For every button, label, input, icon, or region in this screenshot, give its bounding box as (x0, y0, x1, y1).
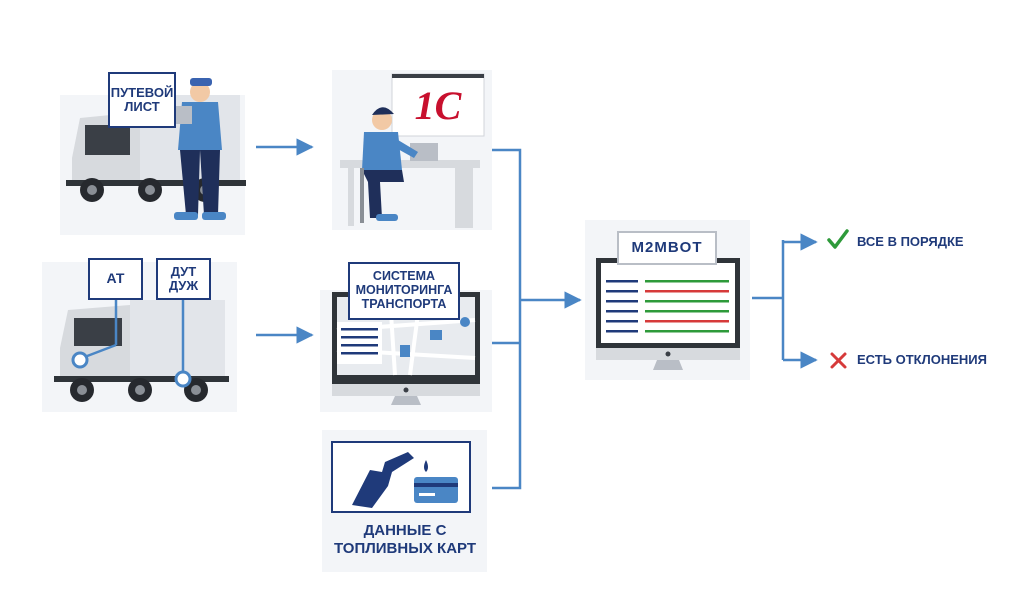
bracket-inputs (492, 148, 522, 490)
m2mbot-logo: M2MBOT (617, 231, 717, 265)
office-1c-illustration (332, 70, 492, 230)
fuel-card-illustration (322, 430, 487, 572)
flow-connectors (256, 138, 818, 490)
result-deviation-label: ЕСТЬ ОТКЛОНЕНИЯ (857, 352, 987, 367)
1c-logo: 1С (414, 83, 462, 128)
dut-sensor-label: ДУТ ДУЖ (156, 258, 211, 300)
fuel-cards-label: ДАННЫЕ С ТОПЛИВНЫХ КАРТ (333, 522, 477, 557)
monitoring-system-label: СИСТЕМА МОНИТОРИНГА ТРАНСПОРТА (348, 262, 460, 320)
check-icon (827, 229, 849, 249)
waybill-label: ПУТЕВОЙ ЛИСТ (108, 72, 176, 128)
m2mbot-monitor-illustration (585, 220, 750, 380)
at-sensor-label: АТ (88, 258, 143, 300)
cross-icon (830, 352, 847, 369)
result-ok-label: ВСЕ В ПОРЯДКЕ (857, 234, 964, 249)
